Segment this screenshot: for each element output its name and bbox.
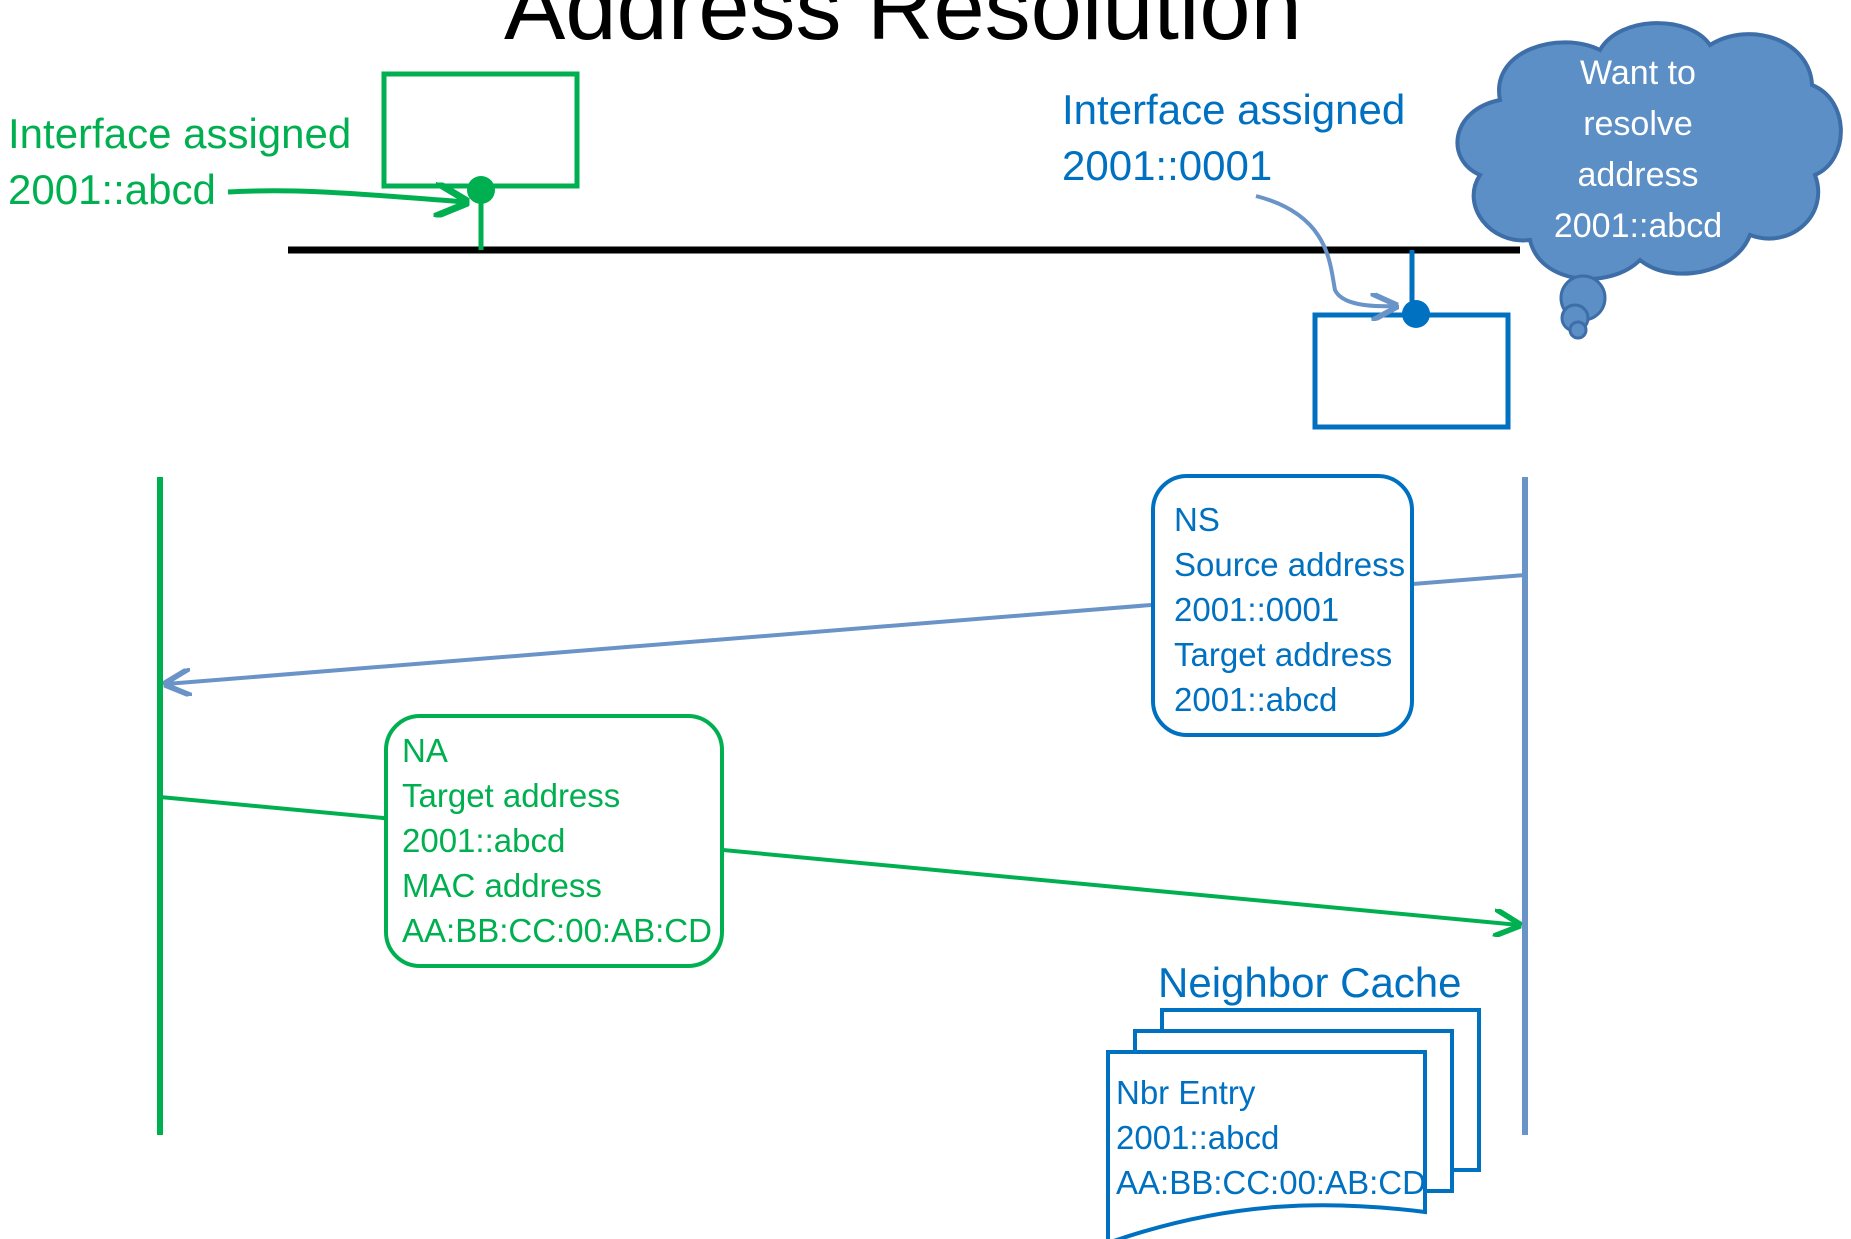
ns-message-box — [1151, 474, 1414, 737]
host-b-label-arrow — [1255, 194, 1396, 306]
host-a-label-line1: Interface assigned — [8, 110, 352, 157]
na-message-text: NA Target address 2001::abcd MAC address… — [402, 728, 712, 953]
ns-message-text: NS Source address 2001::0001 Target addr… — [1174, 497, 1405, 722]
host-b-label: Interface assigned 2001::0001 — [1062, 82, 1405, 194]
thought-text: Want to resolve address 2001::abcd — [1508, 48, 1768, 252]
na-message-line: 2001::abcd — [402, 822, 566, 859]
thought-line: address — [1577, 156, 1699, 194]
host-a-label-arrow — [227, 191, 466, 202]
thought-line: resolve — [1583, 105, 1693, 143]
host-b-box — [1312, 312, 1511, 430]
host-a-address: 2001::abcd — [8, 166, 216, 213]
neighbor-entry-line: Nbr Entry — [1116, 1074, 1256, 1111]
neighbor-cache-stack — [1106, 1008, 1481, 1239]
na-message-line: Target address — [402, 777, 621, 814]
thought-line: Want to — [1580, 54, 1696, 92]
page-title: Address Resolution — [504, 0, 1302, 59]
neighbor-cache-title: Neighbor Cache — [1158, 959, 1462, 1006]
host-a-label: Interface assigned 2001::abcd — [8, 106, 351, 218]
host-a-interface-dot — [467, 176, 495, 204]
neighbor-cache-entry: Nbr Entry 2001::abcd AA:BB:CC:00:AB:CD — [1116, 1070, 1426, 1205]
neighbor-entry-line: 2001::abcd — [1116, 1119, 1280, 1156]
ns-message-line: 2001::abcd — [1174, 681, 1338, 718]
ns-message-type: NS — [1174, 501, 1220, 538]
host-b-interface-dot — [1402, 300, 1430, 328]
host-b-address: 2001::0001 — [1062, 142, 1273, 189]
thought-cloud — [1455, 21, 1843, 340]
na-message-type: NA — [402, 732, 448, 769]
na-message-line: MAC address — [402, 867, 602, 904]
ns-message-line: Source address — [1174, 546, 1406, 583]
na-arrow — [159, 795, 1519, 925]
na-message-box — [384, 714, 724, 968]
host-a-box — [381, 71, 580, 189]
thought-line: 2001::abcd — [1553, 207, 1723, 245]
ns-message-line: Target address — [1174, 636, 1393, 673]
na-message-line: AA:BB:CC:00:AB:CD — [402, 912, 712, 949]
ns-message-line: 2001::0001 — [1174, 591, 1340, 628]
neighbor-entry-line: AA:BB:CC:00:AB:CD — [1116, 1164, 1426, 1201]
host-b-label-line1: Interface assigned — [1062, 86, 1406, 133]
